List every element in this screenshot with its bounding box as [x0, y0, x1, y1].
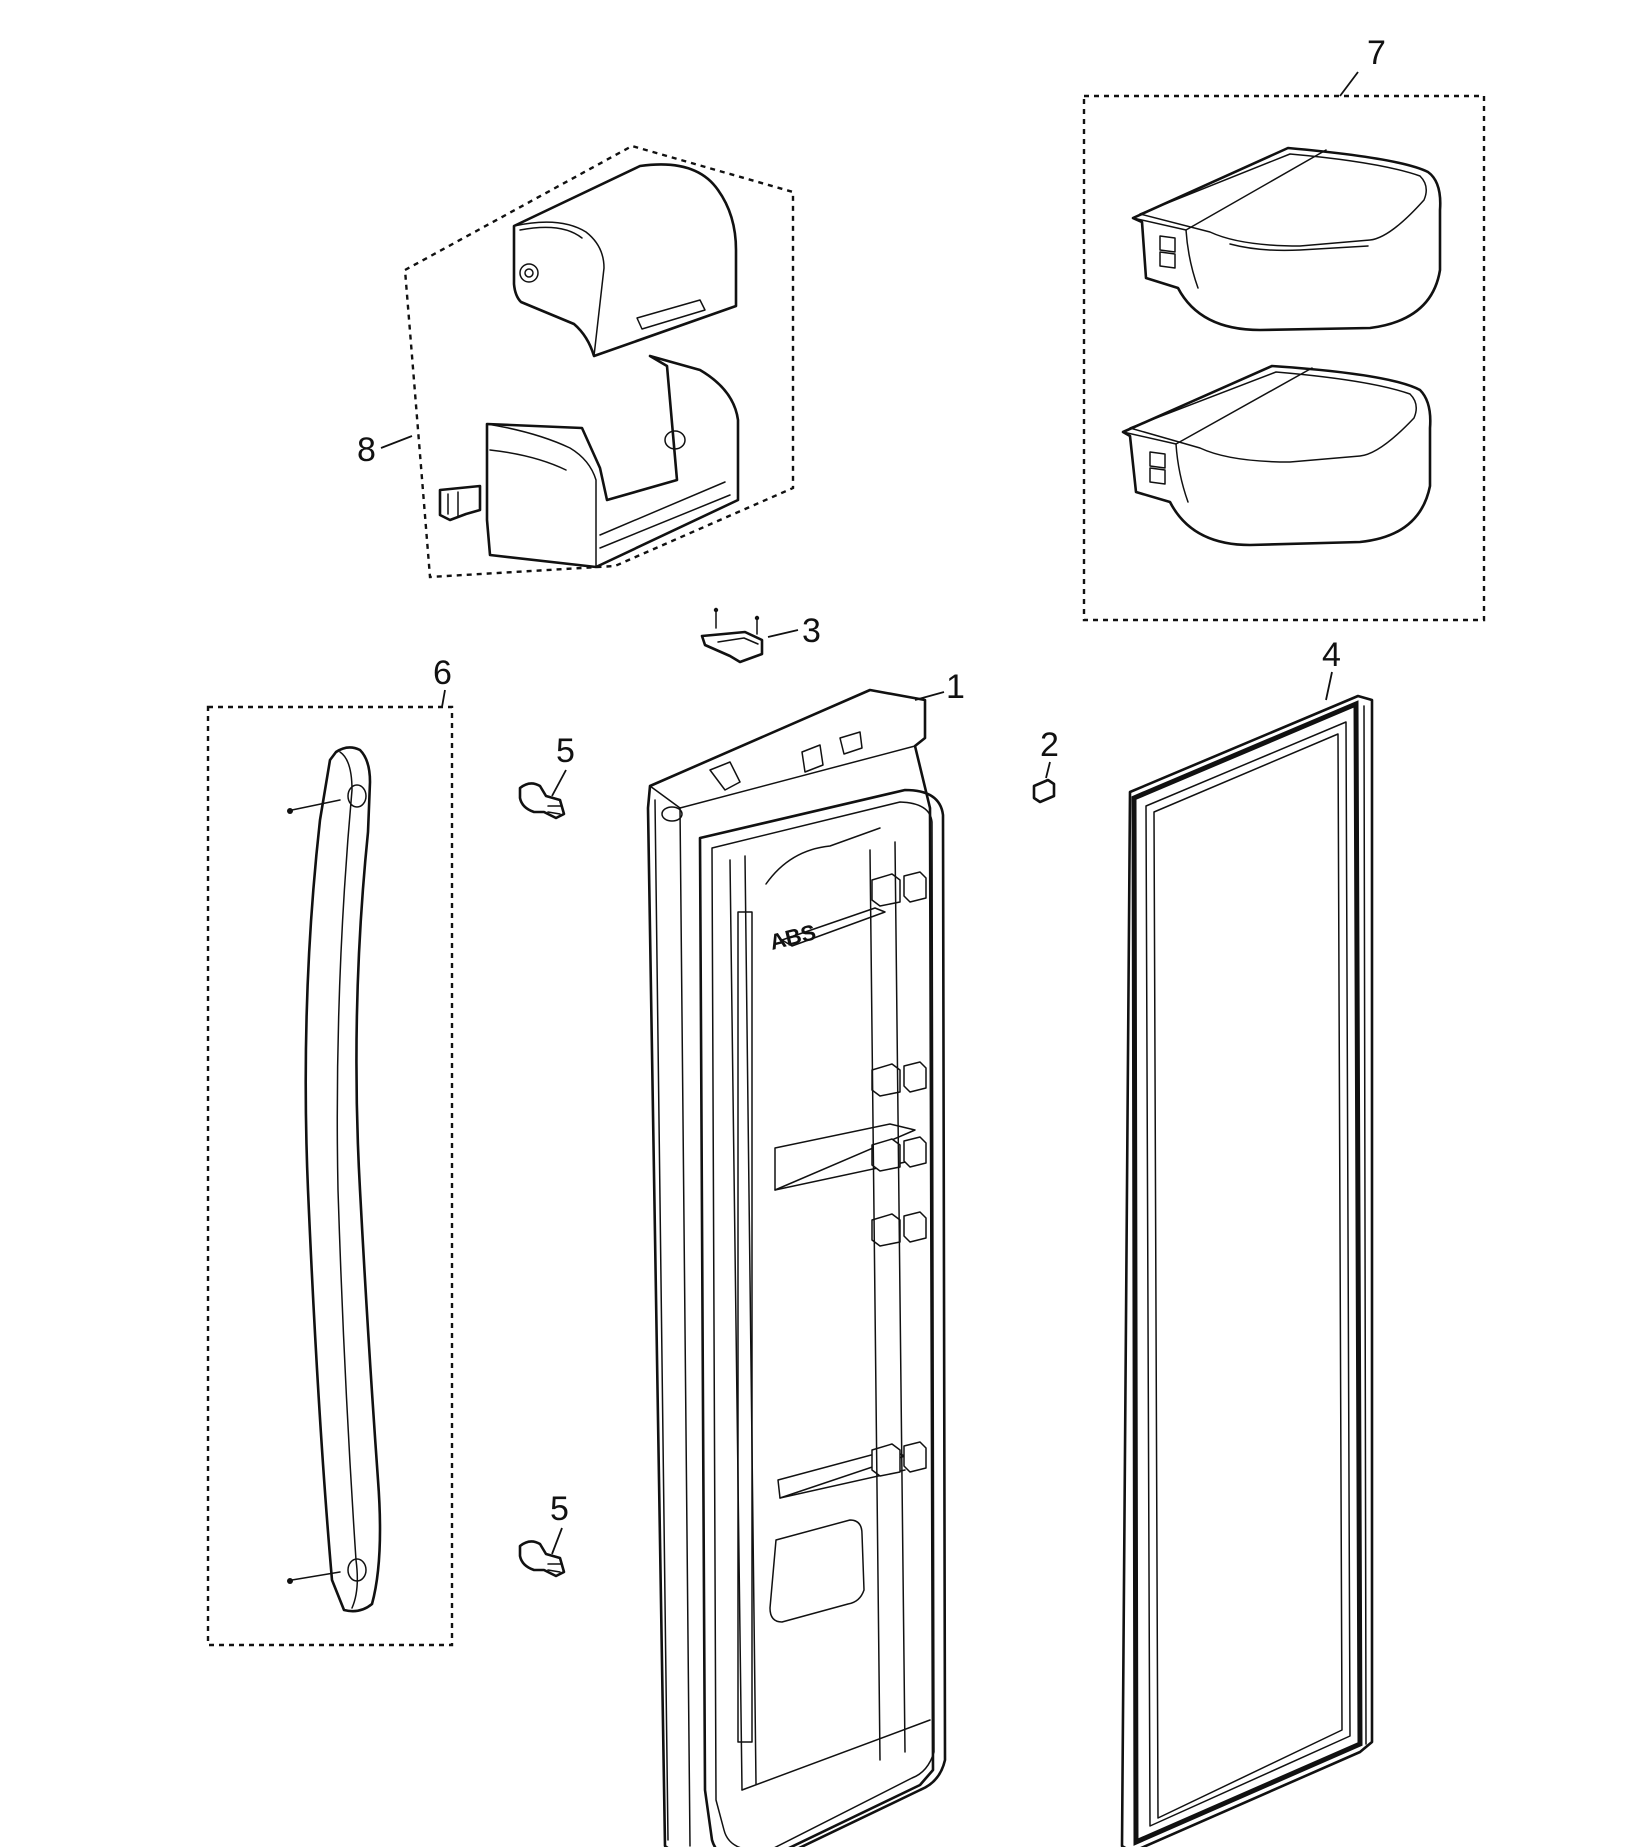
callout-4: 4	[1322, 636, 1341, 674]
part-6-group: 6	[206, 654, 454, 1647]
part-4-leader	[1325, 671, 1333, 701]
callout-7: 7	[1367, 34, 1386, 72]
part-8-group: 8	[357, 144, 795, 579]
part-2-stopper: 2	[1032, 726, 1059, 804]
part-5-pin-lower: 5	[518, 1490, 569, 1578]
part-5-pin-upper: 5	[518, 732, 575, 820]
callout-5-lower: 5	[550, 1490, 569, 1528]
part-7-bin-lower	[1121, 364, 1432, 547]
callout-1: 1	[946, 668, 965, 706]
part-6-leader	[441, 689, 446, 708]
callout-6: 6	[433, 654, 452, 692]
part-6-boundary	[206, 705, 454, 1647]
part-7-group: 7	[1082, 34, 1486, 622]
part-3-hinge-cover: 3	[700, 607, 821, 664]
part-1-door-liner: ABS 1	[646, 668, 965, 1847]
callout-2: 2	[1040, 726, 1059, 764]
part-8-bin	[438, 354, 740, 569]
part-7-boundary	[1082, 94, 1486, 622]
part-8-boundary	[403, 144, 795, 579]
part-7-leader	[1339, 71, 1359, 97]
part-7-bin-upper	[1131, 146, 1442, 332]
part-2-leader	[1045, 761, 1051, 779]
part-8-cover	[512, 163, 738, 358]
part-8-leader	[380, 435, 413, 449]
part-5-lower-leader	[551, 1527, 563, 1555]
part-6-screw-upper	[291, 799, 341, 811]
callout-5-upper: 5	[556, 732, 575, 770]
callout-8: 8	[357, 431, 376, 469]
part-5-upper-leader	[551, 769, 567, 797]
part-1-leader	[914, 691, 945, 701]
part-6-handle	[304, 746, 382, 1613]
part-4-door-gasket: 4	[1120, 636, 1374, 1847]
part-3-leader	[767, 629, 799, 638]
part-6-screw-lower	[291, 1571, 341, 1581]
callout-3: 3	[802, 612, 821, 650]
